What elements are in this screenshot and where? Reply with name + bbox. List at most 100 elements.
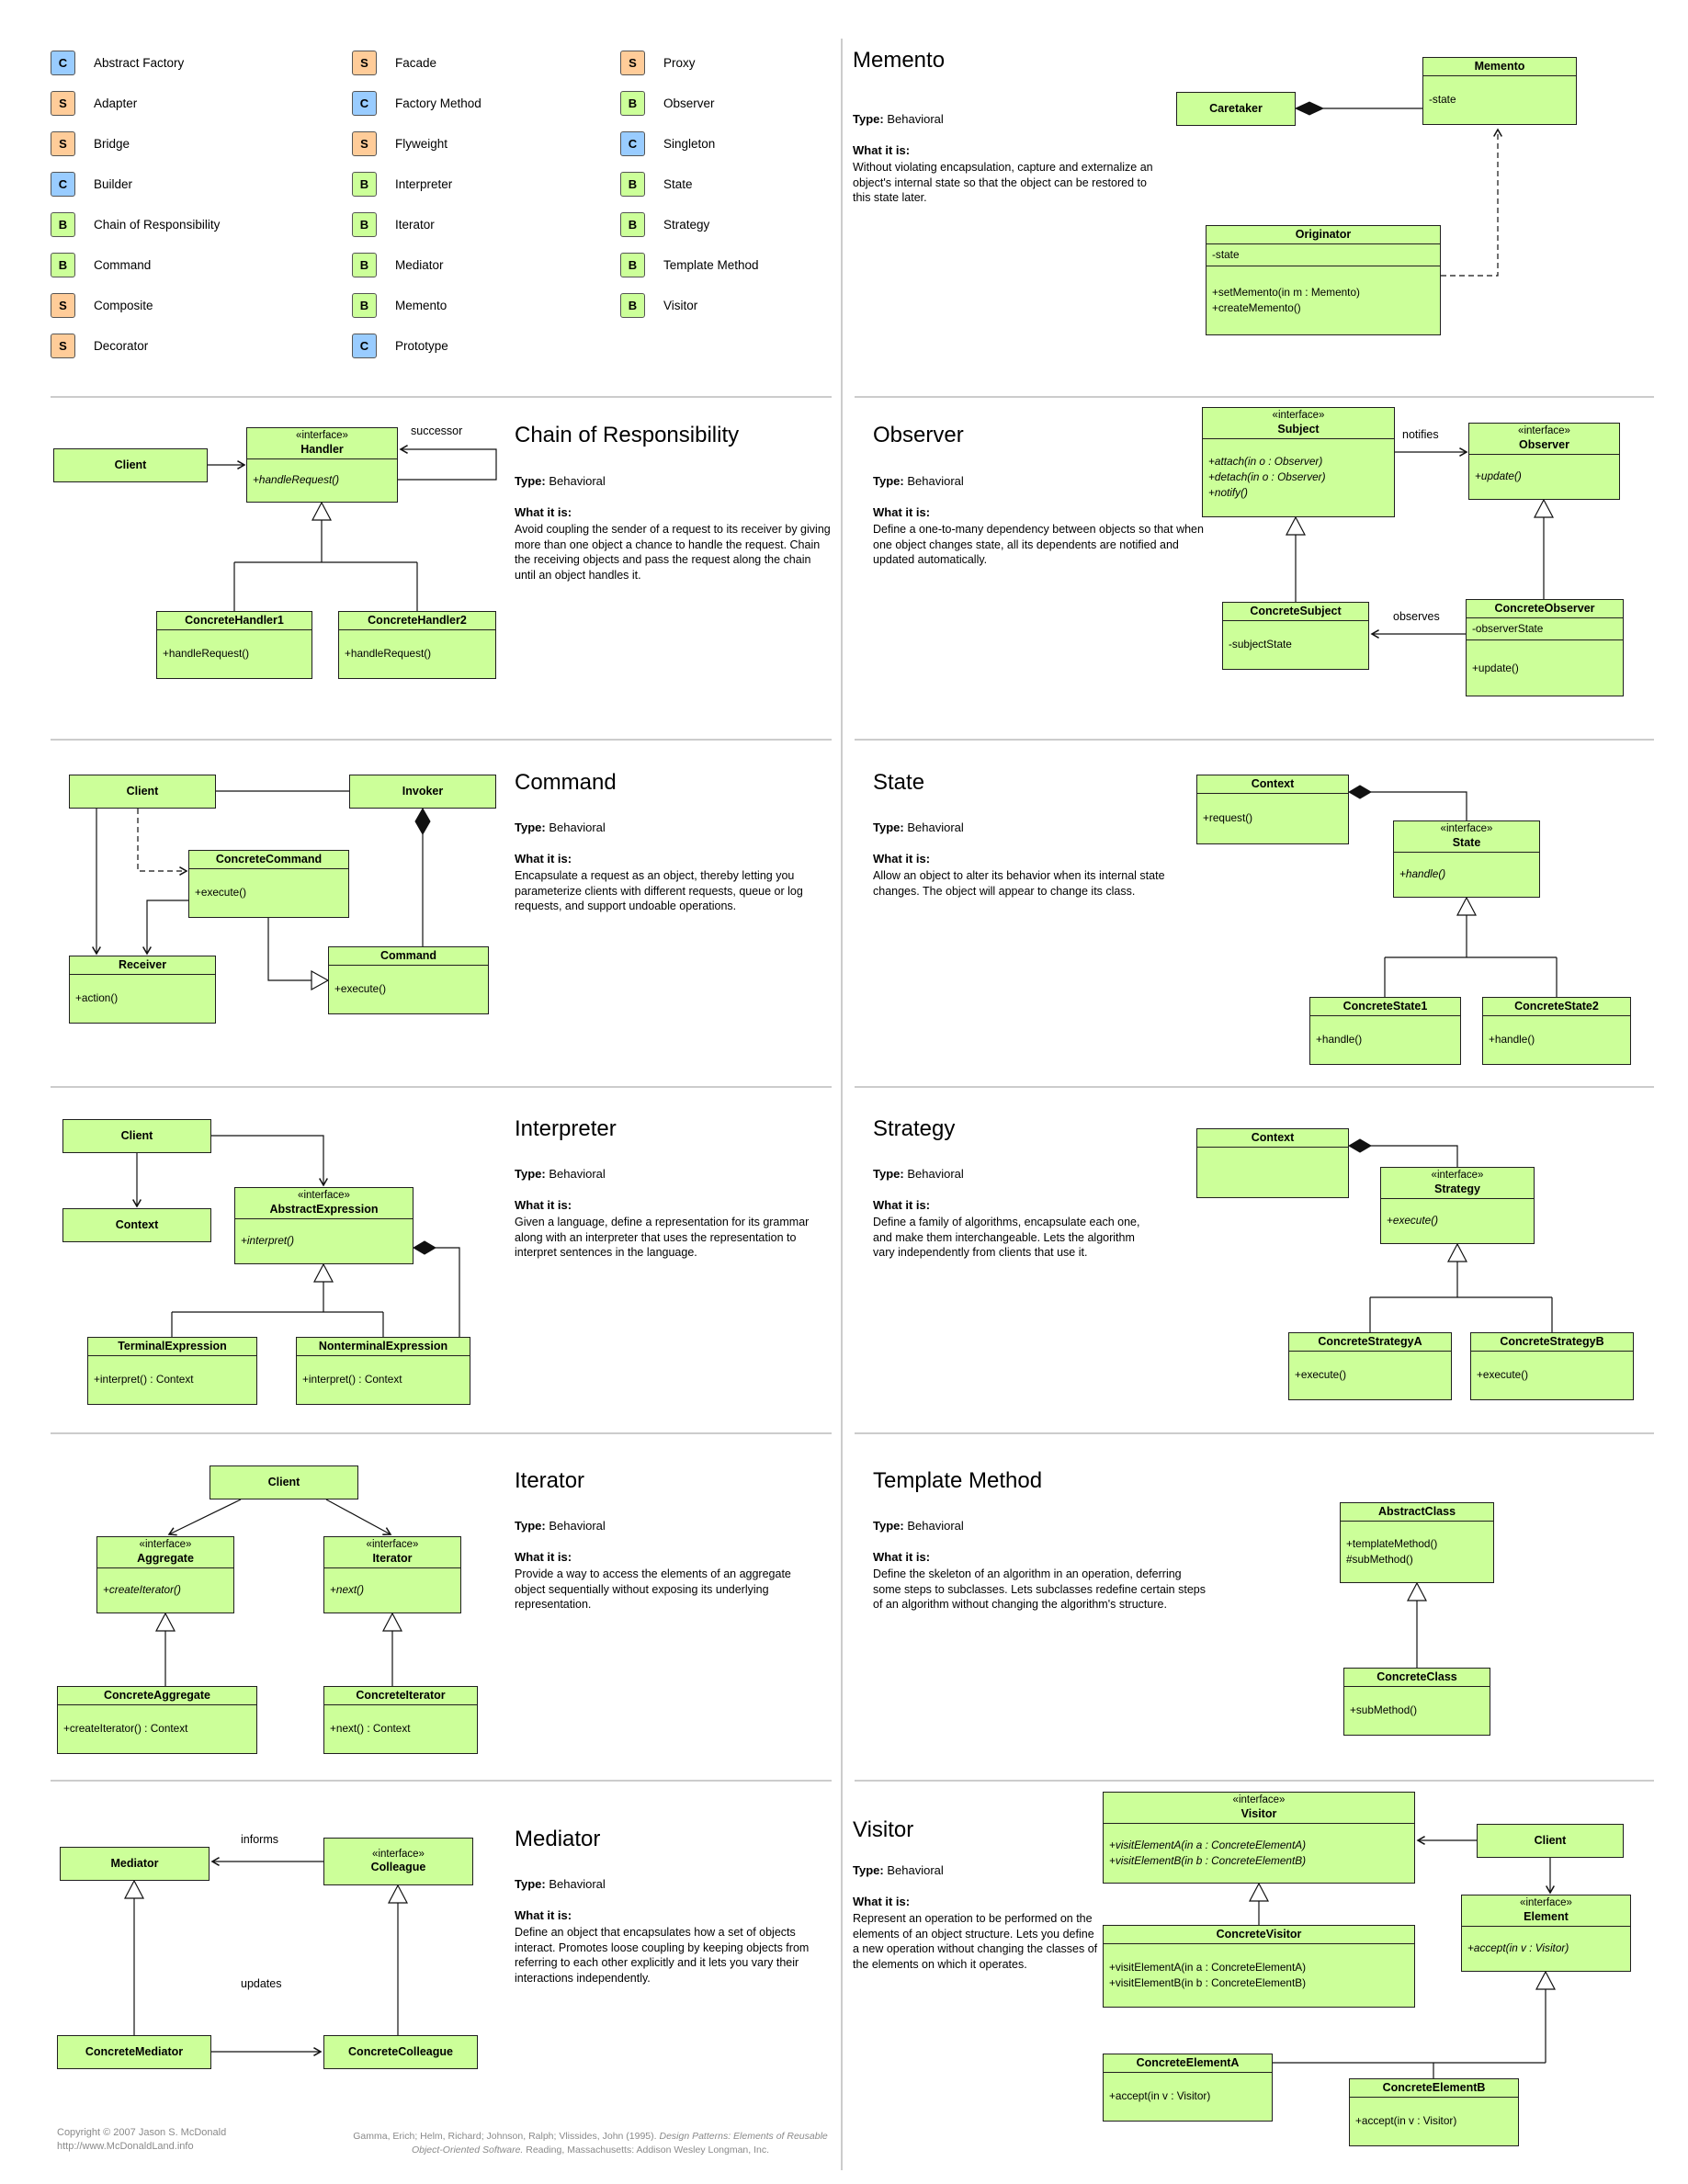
class-member: +createIterator(): [103, 1583, 181, 1597]
strategy-connectors: [1348, 1138, 1553, 1332]
legend-item-label: Visitor: [663, 299, 698, 312]
class-header: ConcreteObserver: [1467, 600, 1623, 617]
class-name: Visitor: [1241, 1806, 1277, 1820]
class-member: +interpret() : Context: [302, 1373, 402, 1386]
class-name: Context: [1251, 777, 1295, 790]
colleague-interface-class: «interface» Colleague: [323, 1838, 473, 1885]
class-methods: +execute(): [1381, 1197, 1534, 1243]
pattern-type-badge: B: [352, 212, 377, 237]
type-value: Behavioral: [887, 1863, 944, 1877]
client-class-chain: Client: [53, 448, 208, 482]
pattern-type-badge: B: [51, 212, 75, 237]
section-title-template-method: Template Method: [873, 1468, 1043, 1493]
template-method-connectors: [1407, 1581, 1427, 1668]
pattern-type-badge: C: [51, 172, 75, 197]
pattern-type-badge: C: [620, 131, 645, 156]
class-name: Context: [1251, 1131, 1295, 1144]
class-member: +visitElementB(in b : ConcreteElementB): [1109, 1976, 1307, 1989]
what-label-command: What it is:: [515, 852, 572, 866]
section-description-command: Encapsulate a request as an object, ther…: [515, 869, 803, 912]
class-header: TerminalExpression: [88, 1338, 256, 1355]
caretaker-class: Caretaker: [1176, 92, 1296, 126]
concrete-element-a-class: ConcreteElementA +accept(in v : Visitor): [1103, 2054, 1273, 2122]
what-label-state: What it is:: [873, 852, 931, 866]
class-header: «interface» Subject: [1203, 408, 1394, 438]
class-member: +accept(in v : Visitor): [1109, 2089, 1211, 2103]
class-member: -observerState: [1472, 622, 1544, 635]
mediator-class: Mediator: [60, 1847, 210, 1881]
type-label: Type:: [515, 1167, 546, 1181]
class-member: +notify(): [1208, 486, 1248, 500]
class-header: Receiver: [70, 956, 215, 974]
context-class-strategy: Context: [1196, 1128, 1349, 1198]
class-methods: +handleRequest(): [339, 629, 495, 678]
class-header: «interface» Observer: [1469, 424, 1619, 454]
strategy-interface-class: «interface» Strategy +execute(): [1380, 1167, 1535, 1244]
legend-item-label: Interpreter: [395, 177, 453, 191]
pattern-type-badge: B: [620, 293, 645, 318]
legend-item-label: Iterator: [395, 218, 435, 232]
legend-item-label: Memento: [395, 299, 447, 312]
what-label-interpreter: What it is:: [515, 1198, 572, 1212]
pattern-type-badge: S: [51, 131, 75, 156]
class-header: Memento: [1423, 58, 1576, 75]
class-header: AbstractClass: [1341, 1503, 1493, 1521]
class-header: ConcreteIterator: [324, 1687, 477, 1704]
what-label-strategy: What it is:: [873, 1198, 931, 1212]
legend-item-label: Bridge: [94, 137, 130, 151]
pattern-type-badge: B: [352, 172, 377, 197]
type-value: Behavioral: [549, 1519, 606, 1533]
class-header: Invoker: [350, 775, 495, 808]
type-value: Behavioral: [549, 820, 606, 834]
class-member: +next(): [330, 1583, 365, 1597]
updates-label: updates: [241, 1977, 282, 1990]
section-title-interpreter: Interpreter: [515, 1116, 617, 1141]
class-methods: +createIterator(): [97, 1567, 233, 1613]
class-name: ConcreteState1: [1342, 1000, 1428, 1013]
legend-item-label: Chain of Responsibility: [94, 218, 221, 232]
what-label-mediator: What it is:: [515, 1908, 572, 1922]
class-name: State: [1452, 835, 1481, 849]
observer-interface-class: «interface» Observer +update(): [1468, 423, 1620, 500]
concrete-subject-class: ConcreteSubject -subjectState: [1222, 602, 1369, 670]
concrete-iterator-class: ConcreteIterator +next() : Context: [323, 1686, 478, 1754]
subject-interface-class: «interface» Subject +attach(in o : Obser…: [1202, 407, 1395, 517]
class-name: Handler: [300, 442, 344, 456]
class-name: Subject: [1277, 422, 1320, 436]
interface-stereotype: «interface»: [298, 1190, 350, 1201]
class-methods: +execute(): [189, 868, 348, 917]
section-type-strategy: Type: Behavioral: [873, 1167, 964, 1181]
handler-interface-class: «interface» Handler +handleRequest(): [246, 427, 398, 503]
class-member: +update(): [1475, 470, 1522, 483]
class-attributes: -state: [1423, 75, 1576, 124]
class-methods: +action(): [70, 974, 215, 1023]
class-name: ConcreteObserver: [1494, 602, 1595, 615]
class-methods: +handleRequest(): [247, 458, 397, 502]
type-value: Behavioral: [907, 1519, 964, 1533]
type-label: Type:: [515, 1877, 546, 1891]
class-name: ConcreteAggregate: [104, 1689, 210, 1702]
section-description-mediator: Define an object that encapsulates how a…: [515, 1926, 810, 1985]
section-title-strategy: Strategy: [873, 1116, 956, 1141]
informs-label: informs: [241, 1833, 278, 1846]
class-member: -state: [1212, 248, 1240, 261]
class-member: +interpret() : Context: [94, 1373, 194, 1386]
interface-stereotype: «interface»: [1518, 425, 1570, 436]
legend-item: S Bridge: [51, 131, 220, 156]
class-header: Command: [329, 947, 488, 965]
abstract-expression-class: «interface» AbstractExpression +interpre…: [234, 1187, 414, 1264]
class-name: Strategy: [1433, 1182, 1481, 1195]
class-name: ConcreteState2: [1514, 1000, 1599, 1013]
class-name: ConcreteSubject: [1250, 605, 1342, 617]
memento-connectors: [1294, 101, 1502, 277]
concrete-strategy-b-class: ConcreteStrategyB +execute(): [1470, 1332, 1634, 1400]
class-methods: +interpret(): [235, 1217, 413, 1263]
mediator-connectors: [124, 1857, 408, 2056]
class-header: Context: [1197, 1129, 1348, 1147]
pattern-type-badge: S: [352, 51, 377, 75]
class-member: +handle(): [1399, 867, 1446, 881]
